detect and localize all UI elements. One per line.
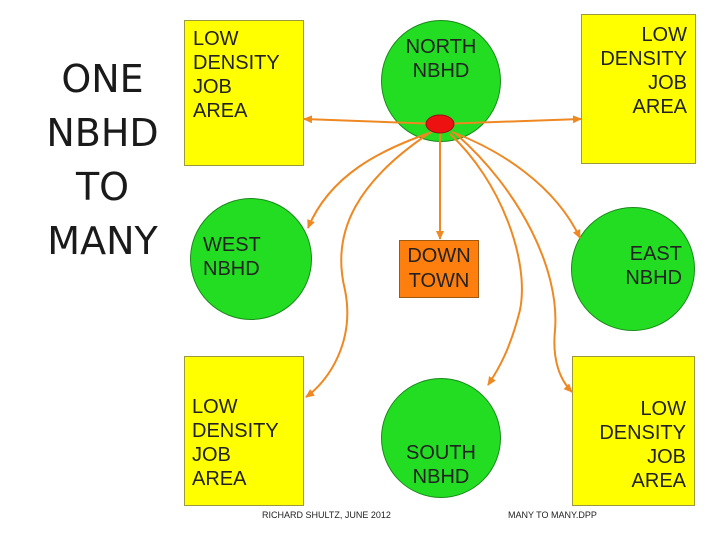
box-label: LOW	[641, 24, 687, 46]
west-neighborhood: WEST NBHD	[190, 198, 312, 320]
arrow-to-east-neighborhood	[451, 131, 581, 239]
box-label: AREA	[632, 96, 687, 118]
box-label: JOB	[192, 444, 231, 466]
title-line: NBHD	[46, 111, 159, 155]
downtown: DOWN TOWN	[399, 240, 479, 298]
title-line: TO	[75, 165, 130, 209]
job-area-bottom-right: LOW DENSITY JOB AREA	[572, 356, 695, 506]
circle-label: NBHD	[412, 466, 470, 488]
box-label: JOB	[193, 76, 232, 98]
circle-label: NBHD	[412, 60, 470, 82]
circle-label: WEST	[203, 234, 261, 256]
circle-label: NBHD	[625, 267, 682, 289]
box-label: LOW	[192, 396, 238, 418]
box-label: DENSITY	[599, 422, 686, 444]
job-area-top-left: LOW DENSITY JOB AREA	[184, 20, 304, 166]
footer-credit: RICHARD SHULTZ, JUNE 2012	[262, 510, 391, 520]
box-label: DENSITY	[192, 420, 279, 442]
box-label: DENSITY	[193, 52, 280, 74]
circle-label: SOUTH	[406, 442, 476, 464]
footer-filename: MANY TO MANY.DPP	[508, 510, 597, 520]
downtown-label: DOWN	[407, 245, 471, 267]
box-label: DENSITY	[600, 48, 687, 70]
box-label: LOW	[640, 398, 686, 420]
box-label: AREA	[631, 470, 686, 492]
slide-title: ONE NBHD TO MANY	[30, 52, 175, 268]
circle-label: NBHD	[203, 258, 260, 280]
circle-label: NORTH	[405, 36, 477, 58]
title-line: MANY	[47, 219, 158, 263]
job-area-bottom-left: LOW DENSITY JOB AREA	[184, 356, 304, 506]
box-label: AREA	[192, 468, 247, 490]
box-label: LOW	[193, 28, 239, 50]
north-neighborhood: NORTH NBHD	[381, 20, 501, 142]
title-line: ONE	[61, 57, 144, 101]
east-neighborhood: EAST NBHD	[571, 207, 695, 331]
job-area-top-right: LOW DENSITY JOB AREA	[581, 14, 696, 164]
south-neighborhood: SOUTH NBHD	[381, 378, 501, 498]
box-label: JOB	[648, 72, 687, 94]
circle-label: EAST	[629, 243, 682, 265]
box-label: JOB	[647, 446, 686, 468]
arrow-to-west-neighborhood	[307, 131, 433, 229]
downtown-label: TOWN	[408, 270, 470, 292]
box-label: AREA	[193, 100, 248, 122]
